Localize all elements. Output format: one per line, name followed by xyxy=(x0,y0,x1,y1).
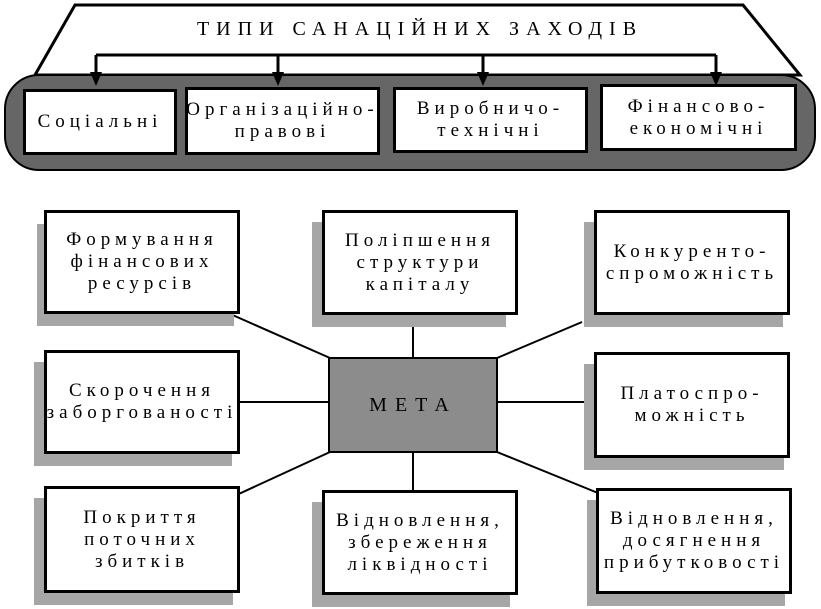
objective-box-competitiveness: Конкуренто- спроможність xyxy=(594,210,790,315)
connector-line xyxy=(496,451,599,494)
objective-box-profitability: Відновлення, досягнення прибутковості xyxy=(596,488,792,594)
objective-box-current-losses: Покриття поточних збитків xyxy=(44,486,240,593)
arrowheads xyxy=(90,72,722,86)
type-box-financial-economic: Фінансово- економічні xyxy=(600,84,797,151)
objective-box-debt-reduction: Скорочення заборгованості xyxy=(44,350,240,454)
objective-box-financial-resources: Формування фінансових ресурсів xyxy=(44,210,240,314)
arrow-icon xyxy=(710,72,722,86)
page-title: ТИПИ САНАЦІЙНИХ ЗАХОДІВ xyxy=(196,17,644,40)
type-box-organizational-legal: Організаційно- правові xyxy=(185,87,380,155)
objective-box-solvency: Платоспро- можність xyxy=(594,352,790,458)
title-trapezoid xyxy=(32,3,804,77)
arrow-icon xyxy=(272,72,284,86)
objective-box-capital-structure: Поліпшення структури капіталу xyxy=(322,210,518,315)
objective-box-liquidity: Відновлення, збереження ліквідності xyxy=(322,490,518,595)
type-box-production-technical: Виробничо- технічні xyxy=(393,87,588,153)
arrow-icon xyxy=(90,72,102,86)
connector-line xyxy=(496,321,583,359)
connector-line xyxy=(229,451,331,499)
goal-connectors xyxy=(227,312,599,499)
arrow-icon xyxy=(477,72,489,86)
connector-line xyxy=(227,312,331,359)
goal-box: МЕТА xyxy=(328,357,498,453)
type-box-social: Соціальні xyxy=(23,89,177,155)
